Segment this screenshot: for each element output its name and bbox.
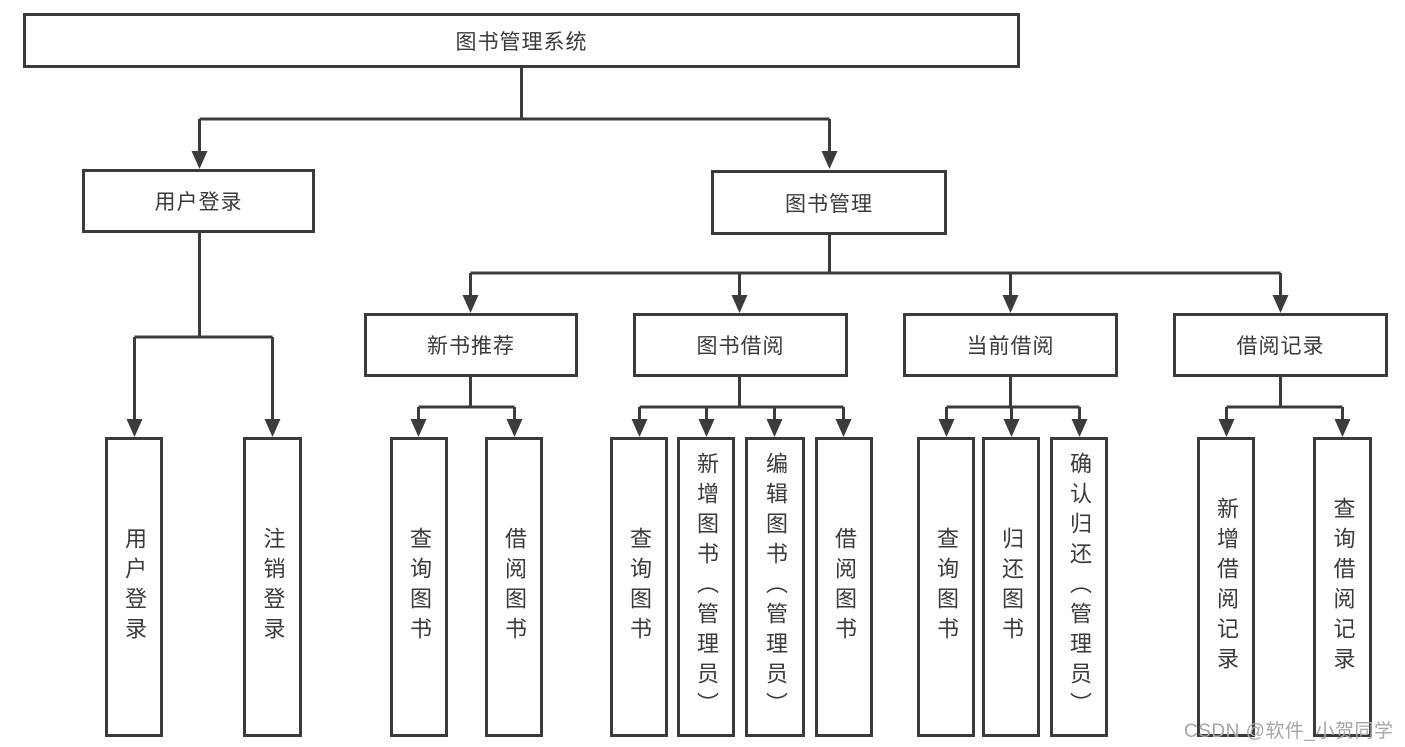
node-book-management: 图书管理 [711, 170, 947, 235]
node-label: 当前借阅 [966, 335, 1055, 358]
leaf-query-borrow-record: 查询借阅记录 [1313, 437, 1372, 737]
node-label: 新增借阅记录 [1214, 497, 1239, 677]
node-label: 新书推荐 [427, 335, 515, 358]
leaf-return-books: 归还图书 [982, 437, 1040, 737]
leaf-borrow-books: 借阅图书 [815, 437, 873, 737]
node-label: 归还图书 [999, 527, 1024, 647]
node-current-borrowing: 当前借阅 [903, 313, 1118, 377]
node-label: 图书管理 [785, 192, 873, 216]
node-label: 查询图书 [934, 527, 959, 647]
leaf-query-books-recommend: 查询图书 [390, 437, 448, 737]
node-label: 注销登录 [260, 527, 286, 647]
node-label: 用户登录 [154, 191, 243, 214]
leaf-borrow-books-recommend: 借阅图书 [485, 437, 543, 737]
node-borrowing-records: 借阅记录 [1173, 313, 1388, 377]
node-label: 编辑图书（管理员） [763, 452, 788, 722]
node-root-library-management-system: 图书管理系统 [23, 13, 1020, 68]
leaf-user-login: 用户登录 [105, 437, 163, 737]
leaf-confirm-return-admin: 确认归还（管理员） [1050, 437, 1108, 737]
leaf-edit-books-admin: 编辑图书（管理员） [745, 437, 805, 737]
node-label: 借阅图书 [832, 527, 857, 647]
node-label: 查询图书 [627, 527, 652, 647]
node-user-login: 用户登录 [82, 169, 315, 233]
leaf-logout: 注销登录 [243, 437, 302, 737]
node-label: 确认归还（管理员） [1067, 452, 1092, 722]
leaf-add-borrow-record: 新增借阅记录 [1197, 437, 1255, 737]
leaf-query-books-current: 查询图书 [917, 437, 975, 737]
node-label: 借阅记录 [1236, 335, 1325, 358]
node-label: 图书管理系统 [455, 30, 588, 54]
node-label: 新增图书（管理员） [694, 452, 719, 722]
leaf-add-books-admin: 新增图书（管理员） [677, 437, 735, 737]
node-label: 查询借阅记录 [1330, 497, 1356, 677]
node-label: 查询图书 [407, 527, 432, 647]
node-book-borrowing: 图书借阅 [633, 313, 848, 377]
leaf-query-books-borrow: 查询图书 [610, 437, 668, 737]
node-label: 图书借阅 [696, 335, 785, 358]
node-new-book-recommendation: 新书推荐 [364, 313, 578, 377]
csdn-watermark: CSDN @软件_小贺同学 [1184, 721, 1394, 742]
node-label: 借阅图书 [502, 527, 527, 647]
node-label: 用户登录 [122, 527, 147, 647]
